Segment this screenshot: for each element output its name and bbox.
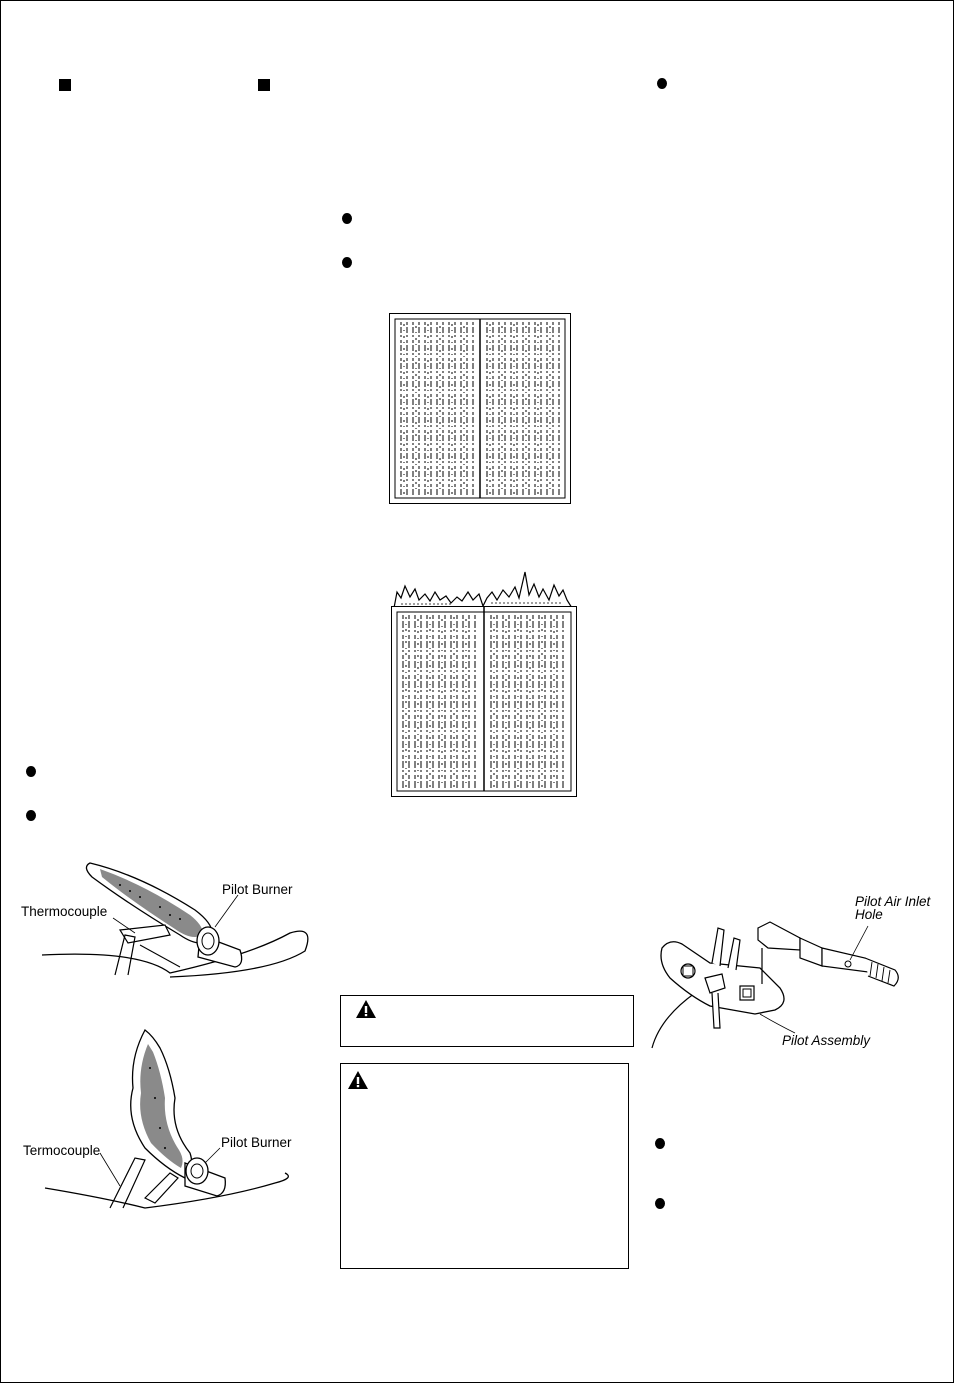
- pilot-assembly-drawing: [651, 921, 899, 1049]
- warning-triangle-icon: [356, 1000, 376, 1018]
- pilot-burner-label: Pilot Burner: [221, 1135, 292, 1150]
- pilot-assembly-figure: [650, 918, 905, 1053]
- bullet-dot-icon: [342, 213, 352, 224]
- pilot-flame-incorrect-figure: [44, 1028, 315, 1213]
- bullet-dot-icon: [26, 810, 36, 821]
- flame-tips-drawing: [391, 570, 575, 610]
- square-bullet-icon: [258, 79, 270, 91]
- thermocouple-label: Thermocouple: [21, 904, 108, 919]
- bullet-dot-icon: [655, 1198, 665, 1209]
- warning-box-small: [340, 995, 634, 1047]
- pilot-flame-incorrect-drawing: [44, 1029, 289, 1209]
- warning-triangle-icon: [348, 1071, 368, 1089]
- burner-plaque-flame-figure: [391, 606, 577, 797]
- pilot-burner-label: Pilot Burner: [222, 882, 293, 897]
- pilot-flame-correct-figure: [20, 855, 320, 990]
- warning-box-large: [340, 1063, 629, 1269]
- pilot-flame-correct-drawing: [41, 862, 309, 978]
- bullet-dot-icon: [655, 1138, 665, 1149]
- termocouple-label: Termocouple: [23, 1143, 101, 1158]
- pilot-air-inlet-label-line1: Pilot Air Inlet: [855, 894, 931, 909]
- pilot-assembly-label: Pilot Assembly: [782, 1033, 871, 1048]
- burner-plaque-drawing: [396, 607, 572, 792]
- burner-plaque-figure: [389, 313, 571, 504]
- bullet-dot-icon: [342, 257, 352, 268]
- burner-plaque-drawing: [394, 318, 566, 499]
- bullet-dot-icon: [657, 78, 667, 89]
- bullet-dot-icon: [26, 766, 36, 777]
- square-bullet-icon: [59, 79, 71, 91]
- pilot-air-inlet-label-line2: Hole: [855, 907, 883, 922]
